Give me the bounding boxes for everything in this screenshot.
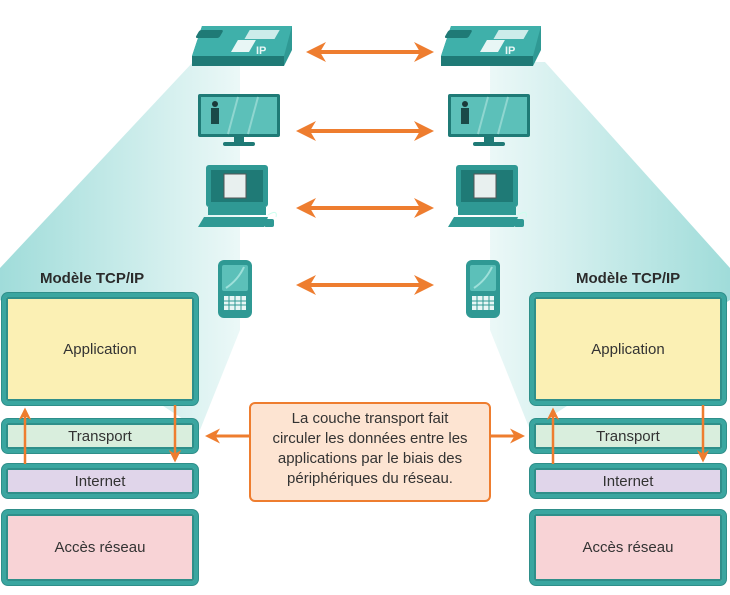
right-transport-layer: Transport	[530, 419, 726, 453]
right-internet-layer: Internet	[530, 464, 726, 498]
transport-callout: La couche transport fait circuler les do…	[249, 402, 491, 502]
layer-label: Transport	[68, 427, 132, 445]
callout-line: circuler les données entre les	[272, 430, 468, 447]
left-application-layer: Application	[2, 293, 198, 405]
layer-label: Internet	[602, 472, 654, 490]
layer-label: Accès réseau	[54, 539, 146, 556]
right-application-layer: Application	[530, 293, 726, 405]
callout-line: périphériques du réseau.	[287, 470, 453, 487]
callout-line: applications par le biais des	[277, 450, 463, 467]
left-model-title: Modèle TCP/IP	[40, 270, 145, 287]
left-network-access-layer: Accès réseau	[2, 510, 198, 585]
layer-label: Transport	[596, 427, 660, 445]
right-network-access-layer: Accès réseau	[530, 510, 726, 585]
right-model-title: Modèle TCP/IP	[576, 270, 681, 287]
layer-label: Application	[591, 340, 665, 358]
layer-label: Accès réseau	[582, 539, 674, 556]
left-internet-layer: Internet	[2, 464, 198, 498]
layer-label: Application	[63, 340, 137, 358]
left-transport-layer: Transport	[2, 419, 198, 453]
layer-label: Internet	[74, 472, 126, 490]
callout-line: La couche transport fait	[291, 410, 449, 427]
